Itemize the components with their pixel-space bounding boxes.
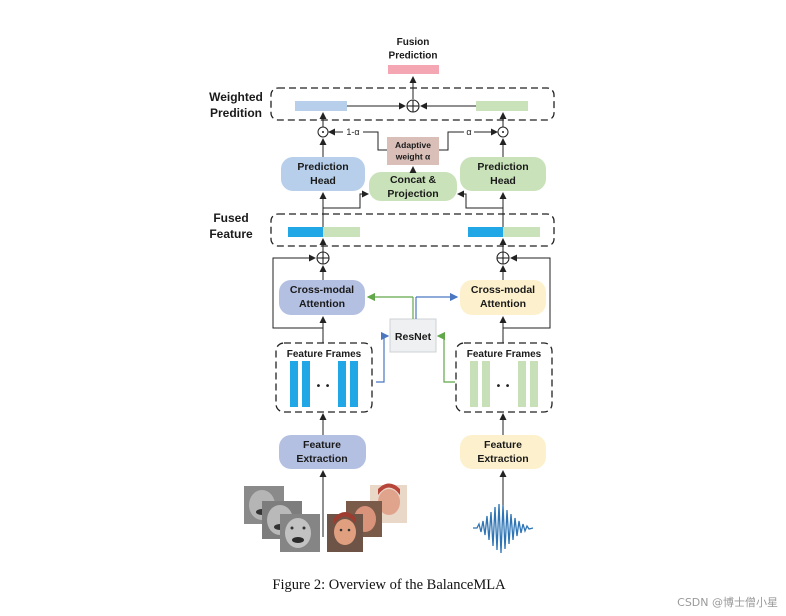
weighted-bar-audio: [476, 101, 528, 111]
adaptive-weight-box: [387, 137, 439, 165]
color-face-frames-image: [327, 483, 407, 552]
prediction-head-right: [460, 157, 546, 191]
cross-modal-attention-right: [460, 280, 546, 315]
feature-frames-right-label: Feature Frames: [467, 349, 542, 360]
cross-modal-attention-left: [279, 280, 365, 315]
csdn-watermark: CSDN @博士僧小星: [677, 596, 778, 609]
frame-right-4: [530, 361, 538, 407]
fusion-prediction-bar: [388, 65, 439, 74]
feature-extraction-left: [279, 435, 366, 469]
frame-left-1: [290, 361, 298, 407]
fused-feature-box: [270, 213, 555, 247]
alpha-label: α: [466, 127, 471, 137]
frames-left-dots: • •: [316, 381, 331, 392]
frame-right-1: [470, 361, 478, 407]
multiply-right-icon: [497, 126, 509, 138]
fused-bar-left-b: [323, 227, 360, 237]
frame-left-3: [338, 361, 346, 407]
feature-extraction-right: [460, 435, 546, 469]
residual-sum-right-icon: [496, 251, 510, 265]
concat-projection-label: Concat &Projection: [387, 174, 438, 200]
fused-bar-left-a: [288, 227, 323, 237]
frame-left-2: [302, 361, 310, 407]
feature-frames-left-box: [275, 342, 373, 413]
frame-right-3: [518, 361, 526, 407]
weighted-sum-icon: [406, 99, 420, 113]
figure-caption: Figure 2: Overview of the BalanceMLA: [272, 577, 506, 593]
feature-frames-right-box: [455, 342, 553, 413]
grayscale-face-frames-image: [244, 486, 320, 552]
concat-projection-box: [369, 172, 457, 201]
feature-frames-left-label: Feature Frames: [287, 349, 362, 360]
multiply-left-icon: [317, 126, 329, 138]
frames-right-dots: • •: [496, 381, 511, 392]
frame-left-4: [350, 361, 358, 407]
one-minus-alpha-label: 1-α: [346, 127, 359, 137]
fused-bar-right-a: [468, 227, 503, 237]
audio-waveform-image: [473, 503, 534, 554]
weighted-bar-visual: [295, 101, 347, 111]
prediction-head-left: [281, 157, 365, 191]
fused-bar-right-b: [503, 227, 540, 237]
residual-sum-left-icon: [316, 251, 330, 265]
resnet-label: ResNet: [395, 331, 432, 343]
frame-right-2: [482, 361, 490, 407]
